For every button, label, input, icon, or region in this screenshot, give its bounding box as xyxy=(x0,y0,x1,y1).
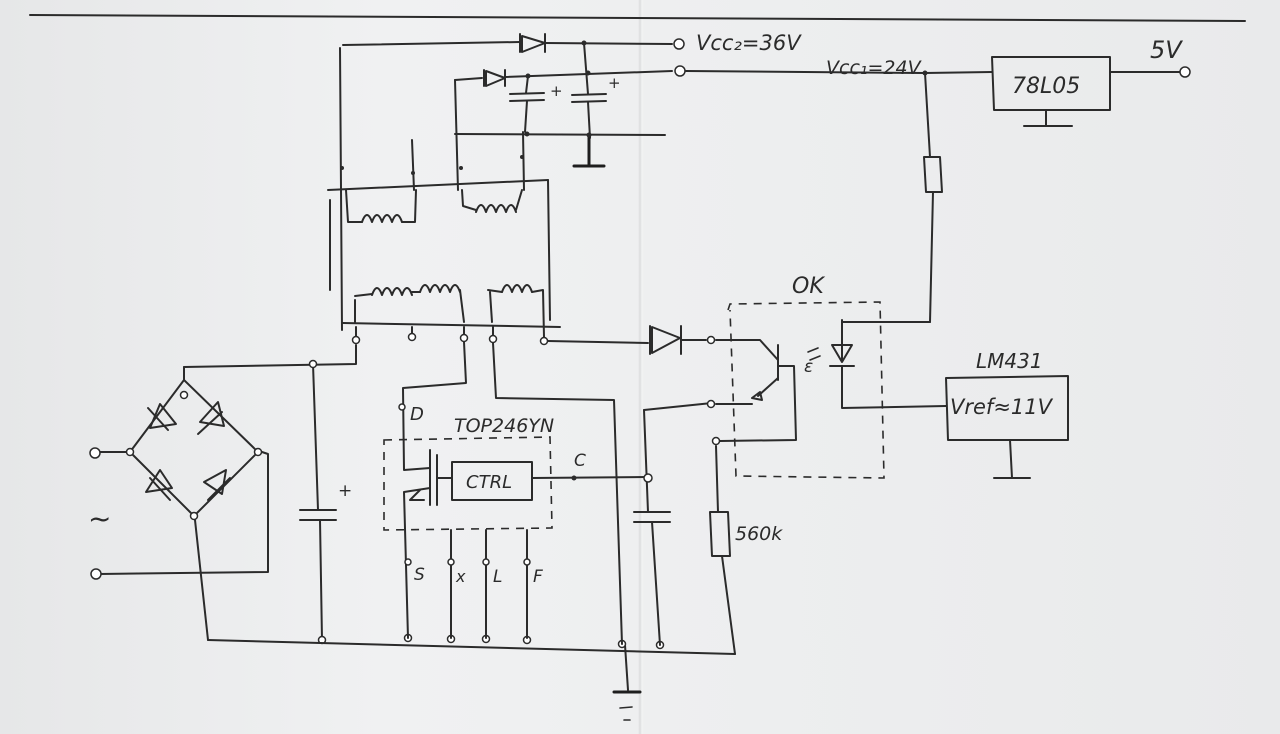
feedback-diode xyxy=(547,325,716,355)
label-ctrl: CTRL xyxy=(466,472,512,493)
paper-fold xyxy=(638,0,644,734)
label-5v: 5V xyxy=(1150,36,1183,64)
label-plus-c2: + xyxy=(608,74,621,92)
label-s: S xyxy=(414,565,425,585)
label-l: L xyxy=(493,567,502,587)
label-ac: ~ xyxy=(88,502,111,535)
label-560k: 560k xyxy=(735,523,783,545)
label-emission: ε xyxy=(804,357,813,377)
vcc2-rail xyxy=(342,33,685,53)
label-lm431: LM431 xyxy=(976,349,1043,373)
label-vcc2: Vcc₂=36V xyxy=(696,31,802,55)
control-capacitor xyxy=(633,402,713,646)
primary-winding xyxy=(342,284,561,346)
top-capacitors xyxy=(454,42,666,168)
label-ok: OK xyxy=(792,274,825,299)
secondary-windings xyxy=(327,47,551,331)
regulator-78l05 xyxy=(991,56,1191,127)
label-plus-c1: + xyxy=(550,82,563,100)
top-switch xyxy=(383,341,649,639)
lm431-block xyxy=(945,375,1069,479)
label-plus-bulk: + xyxy=(338,481,352,501)
label-x: x xyxy=(455,567,466,586)
label-78l05: 78L05 xyxy=(1012,74,1080,99)
label-vcc1: Vcc₁=24V xyxy=(826,57,923,79)
label-drain: D xyxy=(410,404,424,425)
bulk-capacitor xyxy=(299,359,337,645)
label-top246yn: TOP246YN xyxy=(454,415,554,437)
optocoupler xyxy=(706,301,947,479)
resistor-560k xyxy=(709,445,736,655)
vcc1-branch xyxy=(922,70,943,323)
bridge-rectifier xyxy=(89,344,357,641)
label-vref: Vref≈11V xyxy=(950,395,1054,419)
label-f: F xyxy=(533,567,543,587)
ground-line xyxy=(207,633,736,721)
top-border-line xyxy=(29,14,1246,22)
top-right-wiring xyxy=(492,342,623,645)
label-c: C xyxy=(574,451,586,471)
